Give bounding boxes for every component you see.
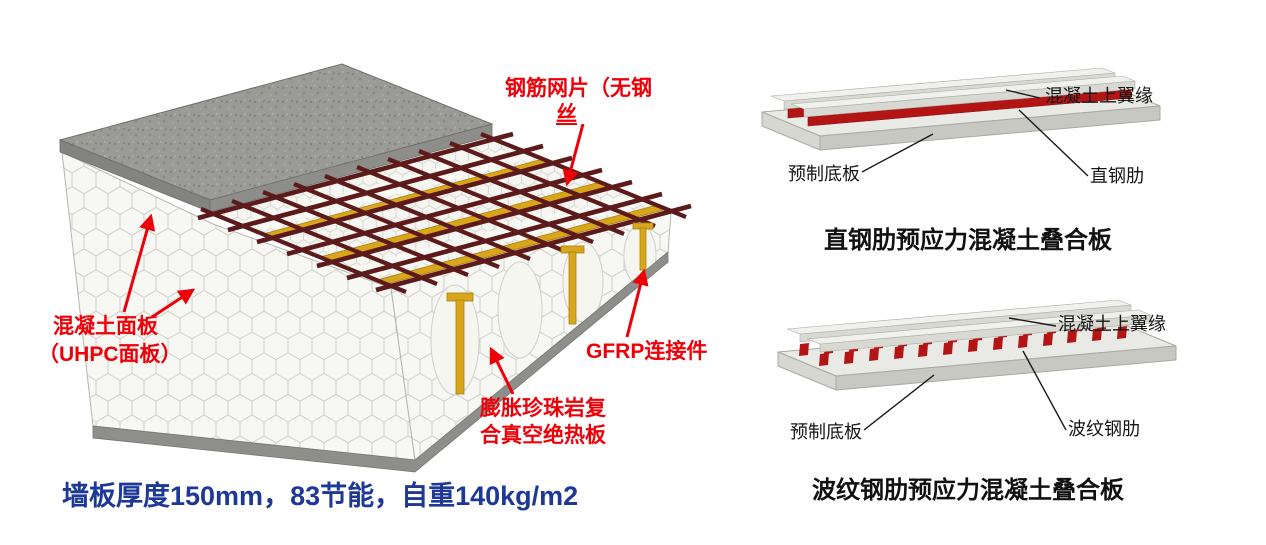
label-insulation-line1: 膨胀珍珠岩复: [480, 397, 606, 420]
wall-panel-caption: 墙板厚度150mm，83节能，自重140kg/m2: [62, 481, 579, 511]
gfrp-connectors: [446, 222, 654, 395]
label-steel-mesh-line2: 丝: [556, 103, 577, 126]
steel-mesh: [197, 131, 692, 294]
label-rib-corrugated: 波纹钢肋: [1068, 419, 1140, 439]
slab-illustrations: [761, 67, 1177, 431]
label-base-corrugated: 预制底板: [790, 422, 862, 442]
caption-straight-slab: 直钢肋预应力混凝土叠合板: [824, 227, 1112, 254]
label-rib-straight: 直钢肋: [1090, 166, 1144, 186]
label-concrete-face-line1: 混凝土面板: [53, 315, 158, 338]
label-top-flange-straight: 混凝土上翼缘: [1045, 86, 1153, 106]
label-concrete-face-line2: （UHPC面板）: [38, 343, 182, 366]
label-steel-mesh-line1: 钢筋网片（无钢: [505, 77, 652, 100]
label-insulation: 膨胀珍珠岩复 合真空绝热板: [468, 395, 618, 450]
corrugated-rib-slab: [777, 299, 1177, 391]
concrete-top-slab: [58, 63, 494, 213]
corrugated-slab-leader-lines: [863, 317, 1067, 431]
label-insulation-line2: 合真空绝热板: [480, 424, 606, 448]
caption-corrugated-slab: 波纹钢肋预应力混凝土叠合板: [812, 477, 1124, 504]
bottom-concrete-layer: [92, 251, 669, 473]
straight-rib-slab: [761, 67, 1161, 151]
label-gfrp-connector: GFRP连接件: [586, 340, 708, 363]
wall-panel-illustration: [58, 63, 692, 473]
annotation-arrows: [122, 123, 649, 395]
straight-slab-leader-lines: [861, 89, 1089, 177]
label-base-straight: 预制底板: [788, 164, 860, 184]
label-top-flange-corrugated: 混凝土上翼缘: [1058, 314, 1166, 334]
